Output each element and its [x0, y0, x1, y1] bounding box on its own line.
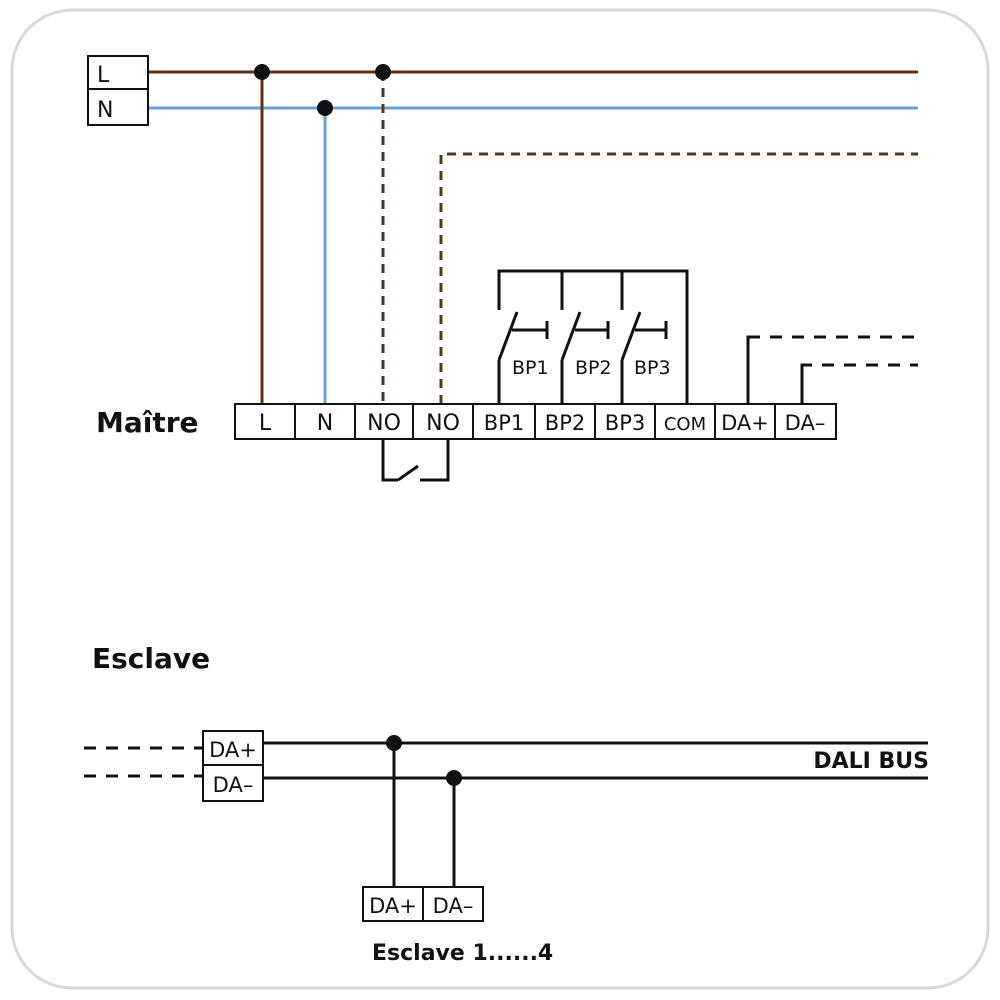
slave-bus-terminal-da-minus: DA–: [213, 773, 254, 797]
mains-terminal-l: L: [97, 63, 110, 88]
master-terminal-n: N: [317, 411, 333, 436]
master-terminal-da-minus: DA–: [785, 411, 826, 435]
dali-bus-label: DALI BUS: [813, 749, 929, 774]
master-terminal-no-1: NO: [367, 411, 401, 436]
master-da-minus-line: [800, 363, 812, 404]
slave-device-caption: Esclave 1......4: [372, 941, 553, 966]
junction-dot: [446, 770, 462, 786]
junction-dot: [254, 64, 270, 80]
master-terminal-bp3: BP3: [605, 411, 645, 435]
slave-device-terminal-da-plus: DA+: [369, 894, 417, 918]
master-terminal-l: L: [259, 411, 272, 436]
slave-bus-terminal-da-plus: DA+: [209, 738, 257, 762]
master-terminal-com: COM: [664, 414, 706, 435]
switched-output-dashed: [439, 152, 918, 404]
junction-dot: [317, 100, 333, 116]
pushbutton-label-bp1: BP1: [512, 357, 549, 379]
junction-dot: [386, 735, 402, 751]
slave-device-terminal-da-minus: DA–: [433, 894, 474, 918]
master-terminal-da-plus: DA+: [721, 411, 769, 435]
pushbutton-bp2: BP2: [560, 311, 612, 404]
master-terminal-strip: L N NO NO BP1 BP2 BP3 COM DA+ DA–: [234, 403, 837, 440]
junction-dot: [375, 64, 391, 80]
slave-bus-terminal-block: DA+ DA–: [202, 730, 264, 802]
pushbutton-bp1: BP1: [497, 311, 549, 404]
slave-title: Esclave: [92, 642, 210, 675]
master-terminal-bp2: BP2: [545, 411, 585, 435]
master-da-plus-line: [746, 335, 760, 404]
mains-terminal-block: L N: [87, 55, 149, 126]
pushbutton-wiring: BP1 BP2 BP3: [497, 269, 689, 404]
slave-device-terminal-block: DA+ DA–: [362, 886, 484, 922]
pushbutton-label-bp3: BP3: [634, 357, 671, 379]
diagram-frame: [10, 8, 990, 990]
pushbutton-label-bp2: BP2: [575, 357, 612, 379]
pushbutton-bp3: BP3: [620, 311, 671, 404]
mains-terminal-n: N: [97, 98, 113, 123]
master-terminal-no-2: NO: [426, 411, 460, 436]
master-terminal-bp1: BP1: [484, 411, 524, 435]
master-title: Maître: [96, 406, 199, 439]
relay-contact-symbol: [381, 439, 450, 482]
